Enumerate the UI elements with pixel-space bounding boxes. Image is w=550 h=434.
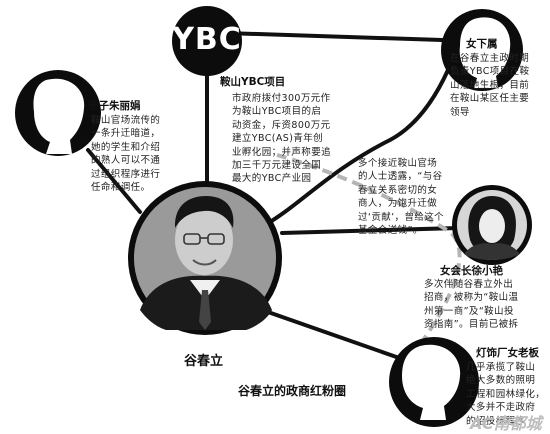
project-body: 市政府拨付300万元作 为鞍山YBC项目的启 动资金，斥资800万元 建立YBC… (232, 93, 332, 185)
watermark: AC南都城 (470, 414, 542, 433)
subordinate-body: 在谷春立主政时期 负责YBC项目在鞍 山落地生根，目前 在鞍山某区任主要 领导 (450, 53, 530, 118)
chairwoman-body: 多次伴随谷春立外出 招商，被称为“鞍山温 州第一商”及“鞍山投 资指南”。目前已… (424, 279, 519, 331)
center-name: 谷春立 (184, 354, 224, 369)
chairwoman-portrait (452, 185, 532, 265)
ybc-logo-text: YBC (172, 22, 242, 57)
wife-body: 鞍山官场流传的 一条升迁暗道， 她的学生和介绍 的熟人可以不通 过组织程序进行 … (91, 115, 161, 194)
lamp-boss-silhouette-icon (389, 337, 479, 427)
ybc-logo-circle (172, 6, 242, 76)
link-center-chairwoman (280, 226, 460, 235)
diagram-caption: 谷春立的政商红粉圈 (238, 384, 347, 398)
lamp-boss-title: 灯饰厂女老板 (476, 347, 539, 359)
subordinate-title: 女下属 (466, 38, 498, 50)
note-text: 多个接近鞍山官场 的人士透露，“与谷 春立关系密切的女 商人，为饱升迁做 过‘贡… (358, 158, 445, 237)
link-ybc-subordinate (223, 31, 444, 42)
wife-title: 妻子朱丽娟 (88, 100, 141, 112)
link-wife-center (86, 148, 142, 214)
center-portrait (128, 181, 282, 335)
link-center-subordinate (263, 68, 450, 227)
chairwoman-title: 女会长徐小艳 (440, 265, 503, 277)
project-title: 鞍山YBC项目 (220, 76, 286, 88)
wife-silhouette-icon (15, 70, 101, 156)
dashed-link-subordinate-lamp (276, 153, 462, 360)
subordinate-silhouette-icon (441, 9, 523, 91)
lamp-boss-body: 几乎承揽了鞍山 绝大多数的照明 工程和园林绿化， 大多并不走政府 的招投标程序 (466, 362, 546, 427)
link-center-lamp-boss (266, 310, 407, 362)
